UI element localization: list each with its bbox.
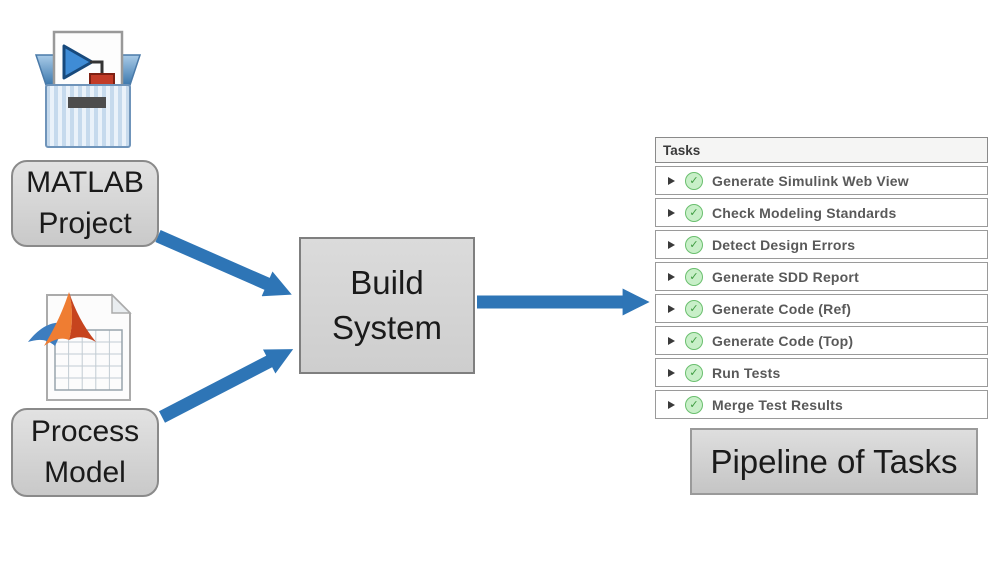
expand-arrow-icon[interactable]	[668, 304, 675, 313]
node-label-line: Build	[350, 263, 424, 301]
passed-check-icon: ✓	[685, 203, 703, 222]
passed-check-icon: ✓	[685, 171, 703, 190]
tasks-panel: Tasks ✓ Generate Simulink Web View ✓ Che…	[655, 137, 988, 419]
matlab-logo	[28, 292, 96, 346]
node-label-line: System	[331, 308, 443, 346]
task-row[interactable]: ✓ Generate Simulink Web View	[655, 166, 988, 195]
node-label-line: Process	[30, 414, 140, 448]
box-slot	[68, 97, 106, 108]
page-fold	[111, 293, 132, 314]
node-label-line: Model	[44, 455, 126, 489]
task-row[interactable]: ✓ Check Modeling Standards	[655, 198, 988, 227]
task-row[interactable]: ✓ Generate Code (Ref)	[655, 294, 988, 323]
node-label-line: MATLAB	[26, 165, 144, 199]
process-model-node: Process Model	[11, 408, 159, 497]
tasks-panel-title: Tasks	[663, 142, 701, 158]
task-row[interactable]: ✓ Merge Test Results	[655, 390, 988, 419]
expand-arrow-icon[interactable]	[668, 368, 675, 377]
passed-check-icon: ✓	[685, 299, 703, 318]
task-row[interactable]: ✓ Generate Code (Top)	[655, 326, 988, 355]
build-system-node: Build System	[299, 237, 475, 374]
task-label: Run Tests	[712, 364, 781, 381]
expand-arrow-icon[interactable]	[668, 272, 675, 281]
passed-check-icon: ✓	[685, 395, 703, 414]
expand-arrow-icon[interactable]	[668, 240, 675, 249]
tasks-panel-header: Tasks	[655, 137, 988, 163]
task-label: Generate Simulink Web View	[712, 172, 909, 189]
spreadsheet-grid	[54, 329, 123, 391]
arrow-matlab-project-to-build	[155, 230, 292, 297]
expand-arrow-icon[interactable]	[668, 336, 675, 345]
arrow-process-model-to-build	[159, 349, 294, 423]
expand-arrow-icon[interactable]	[668, 400, 675, 409]
simulink-play-glyph	[62, 44, 94, 80]
task-label: Merge Test Results	[712, 396, 843, 413]
passed-check-icon: ✓	[685, 363, 703, 382]
expand-arrow-icon[interactable]	[668, 208, 675, 217]
task-label: Check Modeling Standards	[712, 204, 897, 221]
task-row[interactable]: ✓ Run Tests	[655, 358, 988, 387]
task-row[interactable]: ✓ Generate SDD Report	[655, 262, 988, 291]
task-label: Generate Code (Top)	[712, 332, 854, 349]
task-label: Generate Code (Ref)	[712, 300, 852, 317]
matlab-project-node: MATLAB Project	[11, 160, 159, 247]
task-label: Generate SDD Report	[712, 268, 859, 285]
passed-check-icon: ✓	[685, 267, 703, 286]
node-label-line: Project	[38, 206, 132, 240]
passed-check-icon: ✓	[685, 235, 703, 254]
task-row[interactable]: ✓ Detect Design Errors	[655, 230, 988, 259]
simulink-project-box-icon	[34, 30, 142, 148]
passed-check-icon: ✓	[685, 331, 703, 350]
pipeline-of-tasks-node: Pipeline of Tasks	[690, 428, 978, 495]
pipeline-caption: Pipeline of Tasks	[710, 442, 958, 480]
matlab-spreadsheet-document-icon	[28, 292, 132, 401]
expand-arrow-icon[interactable]	[668, 176, 675, 185]
task-label: Detect Design Errors	[712, 236, 856, 253]
